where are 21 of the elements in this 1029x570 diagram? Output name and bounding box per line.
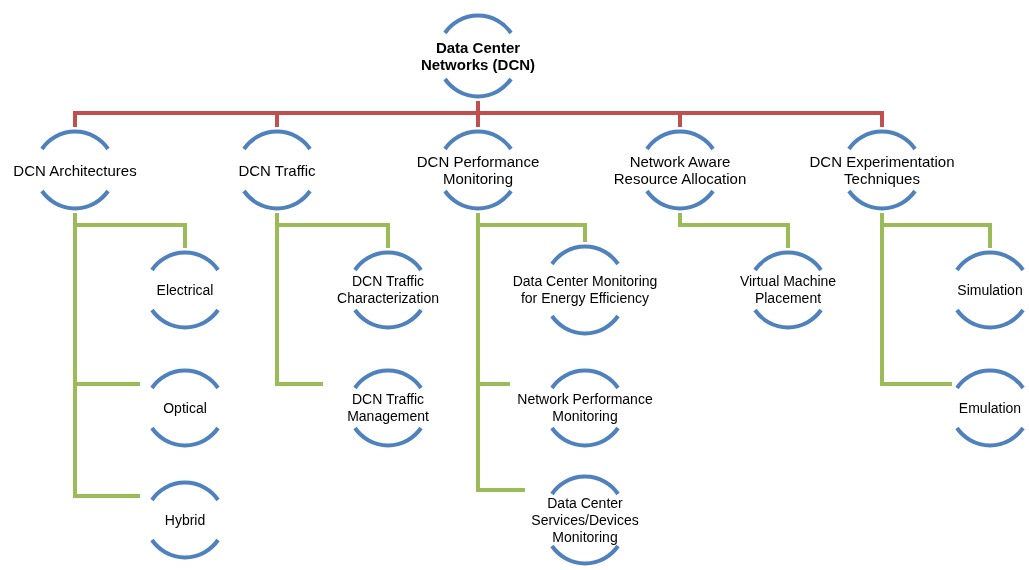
node-label: Electrical <box>155 281 215 299</box>
node-label: DCN Traffic Characterization <box>336 273 440 307</box>
root-title: Data Center Networks (DCN) <box>419 39 537 73</box>
node-label: Network Aware Resource Allocation <box>612 153 748 187</box>
connector-line <box>678 213 790 248</box>
node-label: Hybrid <box>163 511 207 529</box>
node-label: Simulation <box>956 281 1024 299</box>
connector-line <box>275 213 323 386</box>
node-label: DCN Performance Monitoring <box>415 153 541 187</box>
node-label: Network Performance Monitoring <box>516 391 654 425</box>
connector-line <box>880 213 952 386</box>
node-label: Emulation <box>957 399 1023 417</box>
node-label: DCN Traffic <box>237 161 317 179</box>
node-label: DCN Architectures <box>12 161 138 179</box>
node-label: Data Center Monitoring for Energy Efficiency <box>511 273 659 307</box>
node-label: DCN Experimentation Techniques <box>808 153 956 187</box>
node-label: Data Center Services/Devices Monitoring <box>530 494 640 546</box>
node-label: Optical <box>162 399 208 417</box>
node-label: DCN Traffic Management <box>346 391 430 425</box>
node-label: Virtual Machine Placement <box>738 273 838 307</box>
connector-line <box>73 213 140 498</box>
